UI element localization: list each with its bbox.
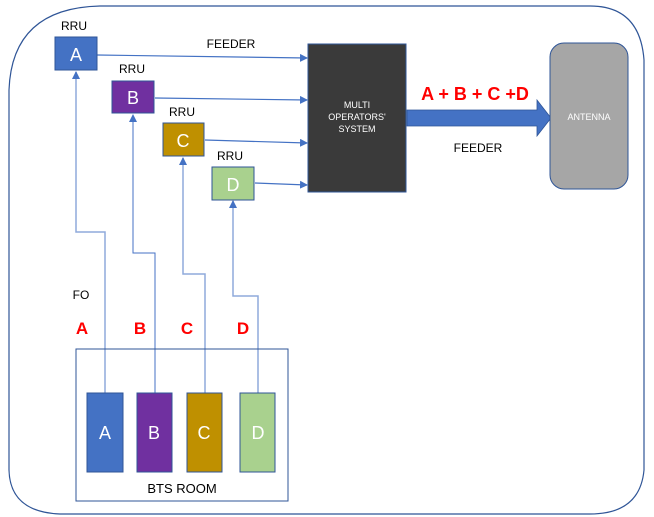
mos-line-3: SYSTEM	[338, 124, 375, 134]
fo-label: FO	[73, 288, 90, 302]
antenna-label: ANTENNA	[567, 112, 610, 122]
fo-letter-b: B	[134, 319, 146, 338]
mos-line-2: OPERATORS'	[328, 112, 386, 122]
feeder-top-label: FEEDER	[207, 37, 256, 51]
bts-room-frame	[75, 348, 289, 502]
rru-c[interactable]: RRU C	[162, 105, 205, 157]
fo-connector-c	[179, 157, 206, 393]
rru-c-letter: C	[177, 131, 190, 151]
feeder-line-b	[154, 95, 308, 104]
rru-b-caption: RRU	[119, 62, 145, 76]
bts-unit-a-letter: A	[99, 423, 111, 443]
rru-d-letter: D	[227, 175, 240, 195]
rru-d[interactable]: RRU D	[211, 149, 255, 201]
bts-unit-b-letter: B	[148, 423, 160, 443]
rru-d-caption: RRU	[217, 149, 243, 163]
bts-unit-a[interactable]: A	[86, 392, 124, 473]
combined-feeder-arrow	[406, 98, 552, 138]
fo-letter-a: A	[76, 319, 88, 338]
bts-unit-c[interactable]: C	[186, 392, 223, 473]
fo-connector-d	[229, 200, 259, 393]
bts-unit-c-letter: C	[198, 423, 211, 443]
antenna[interactable]: ANTENNA	[549, 42, 629, 190]
bts-unit-d[interactable]: D	[239, 392, 276, 473]
feeder-line-c	[204, 138, 308, 147]
multi-operators-system[interactable]: MULTI OPERATORS' SYSTEM	[307, 43, 407, 193]
fo-letter-d: D	[237, 319, 249, 338]
site-boundary-frame	[8, 5, 645, 515]
feeder-bottom-label: FEEDER	[454, 141, 503, 155]
bts-unit-b[interactable]: B	[136, 392, 173, 473]
fo-connector-b	[129, 114, 156, 393]
combined-signal-label: A + B + C +D	[421, 84, 529, 104]
rru-c-caption: RRU	[169, 105, 195, 119]
feeder-line-d	[254, 180, 308, 189]
bts-room-label: BTS ROOM	[147, 481, 216, 496]
rru-b[interactable]: RRU B	[111, 62, 155, 114]
rru-b-letter: B	[127, 88, 139, 108]
rru-a-letter: A	[70, 45, 82, 65]
feeder-line-a	[96, 53, 308, 62]
fo-connector-a	[72, 71, 106, 393]
rru-a[interactable]: RRU A	[54, 19, 98, 71]
bts-unit-d-letter: D	[252, 423, 265, 443]
fo-letter-c: C	[181, 319, 193, 338]
rru-a-caption: RRU	[61, 19, 87, 33]
mos-line-1: MULTI	[344, 100, 370, 110]
